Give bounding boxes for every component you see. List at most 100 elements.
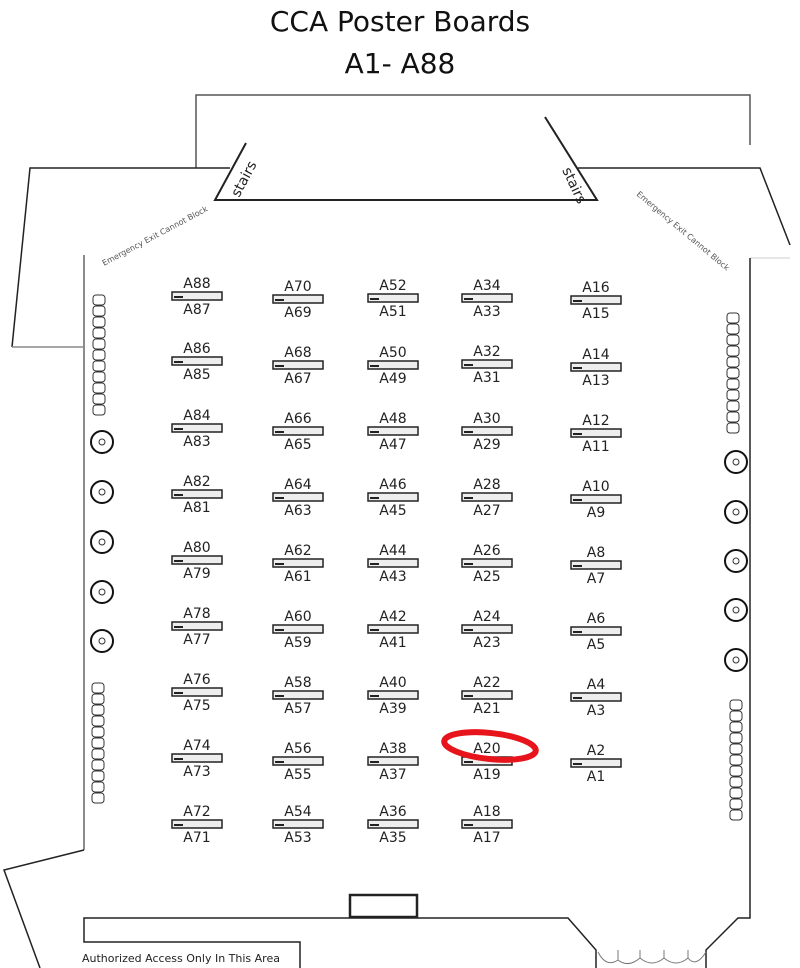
board-label-top: A24 (473, 609, 500, 625)
board-label-top: A22 (473, 675, 500, 691)
emergency-exit-left-label: Emergency Exit Cannot Block (101, 204, 210, 268)
board-label-bottom: A29 (473, 437, 500, 453)
board-label-bottom: A39 (379, 701, 406, 717)
board-label-top: A10 (582, 479, 609, 495)
board-label-bottom: A21 (473, 701, 500, 717)
chair (729, 809, 743, 821)
chair (729, 776, 743, 788)
board-label-bottom: A15 (582, 306, 609, 322)
chair (729, 743, 743, 755)
pillars (90, 430, 748, 672)
board-label-top: A20 (473, 741, 500, 757)
board-label-top: A12 (582, 413, 609, 429)
authorized-access-label: Authorized Access Only In This Area (82, 952, 280, 965)
board-label-bottom: A27 (473, 503, 500, 519)
board-label-top: A56 (284, 741, 311, 757)
board-label-bottom: A19 (473, 767, 500, 783)
board-label-top: A70 (284, 279, 311, 295)
board-label-top: A26 (473, 543, 500, 559)
chair (726, 400, 740, 412)
board-label-top: A74 (183, 738, 210, 754)
chair (91, 682, 105, 694)
board-label-top: A30 (473, 411, 500, 427)
board-label-bottom: A75 (183, 698, 210, 714)
board-label-top: A28 (473, 477, 500, 493)
board-label-top: A58 (284, 675, 311, 691)
chair (726, 411, 740, 423)
chair (729, 765, 743, 777)
chair (729, 732, 743, 744)
board-label-top: A78 (183, 606, 210, 622)
pillar (90, 480, 114, 504)
board-label-top: A32 (473, 344, 500, 360)
chair (91, 715, 105, 727)
board-label-top: A62 (284, 543, 311, 559)
board-label-bottom: A23 (473, 635, 500, 651)
board-label-top: A18 (473, 804, 500, 820)
pillar (90, 580, 114, 604)
board-label-top: A38 (379, 741, 406, 757)
board-label-bottom: A7 (587, 571, 605, 587)
board-label-top: A72 (183, 804, 210, 820)
board-label-bottom: A73 (183, 764, 210, 780)
board-label-top: A36 (379, 804, 406, 820)
chair (729, 710, 743, 722)
board-label-top: A42 (379, 609, 406, 625)
board-label-top: A86 (183, 341, 210, 357)
board-label-bottom: A45 (379, 503, 406, 519)
board-label-bottom: A13 (582, 373, 609, 389)
board-label-bottom: A35 (379, 830, 406, 846)
pillar (90, 430, 114, 454)
pillar (724, 648, 748, 672)
board-label-top: A2 (587, 743, 605, 759)
chair (726, 345, 740, 357)
chair (91, 748, 105, 760)
pillar (724, 450, 748, 474)
board-label-bottom: A5 (587, 637, 605, 653)
